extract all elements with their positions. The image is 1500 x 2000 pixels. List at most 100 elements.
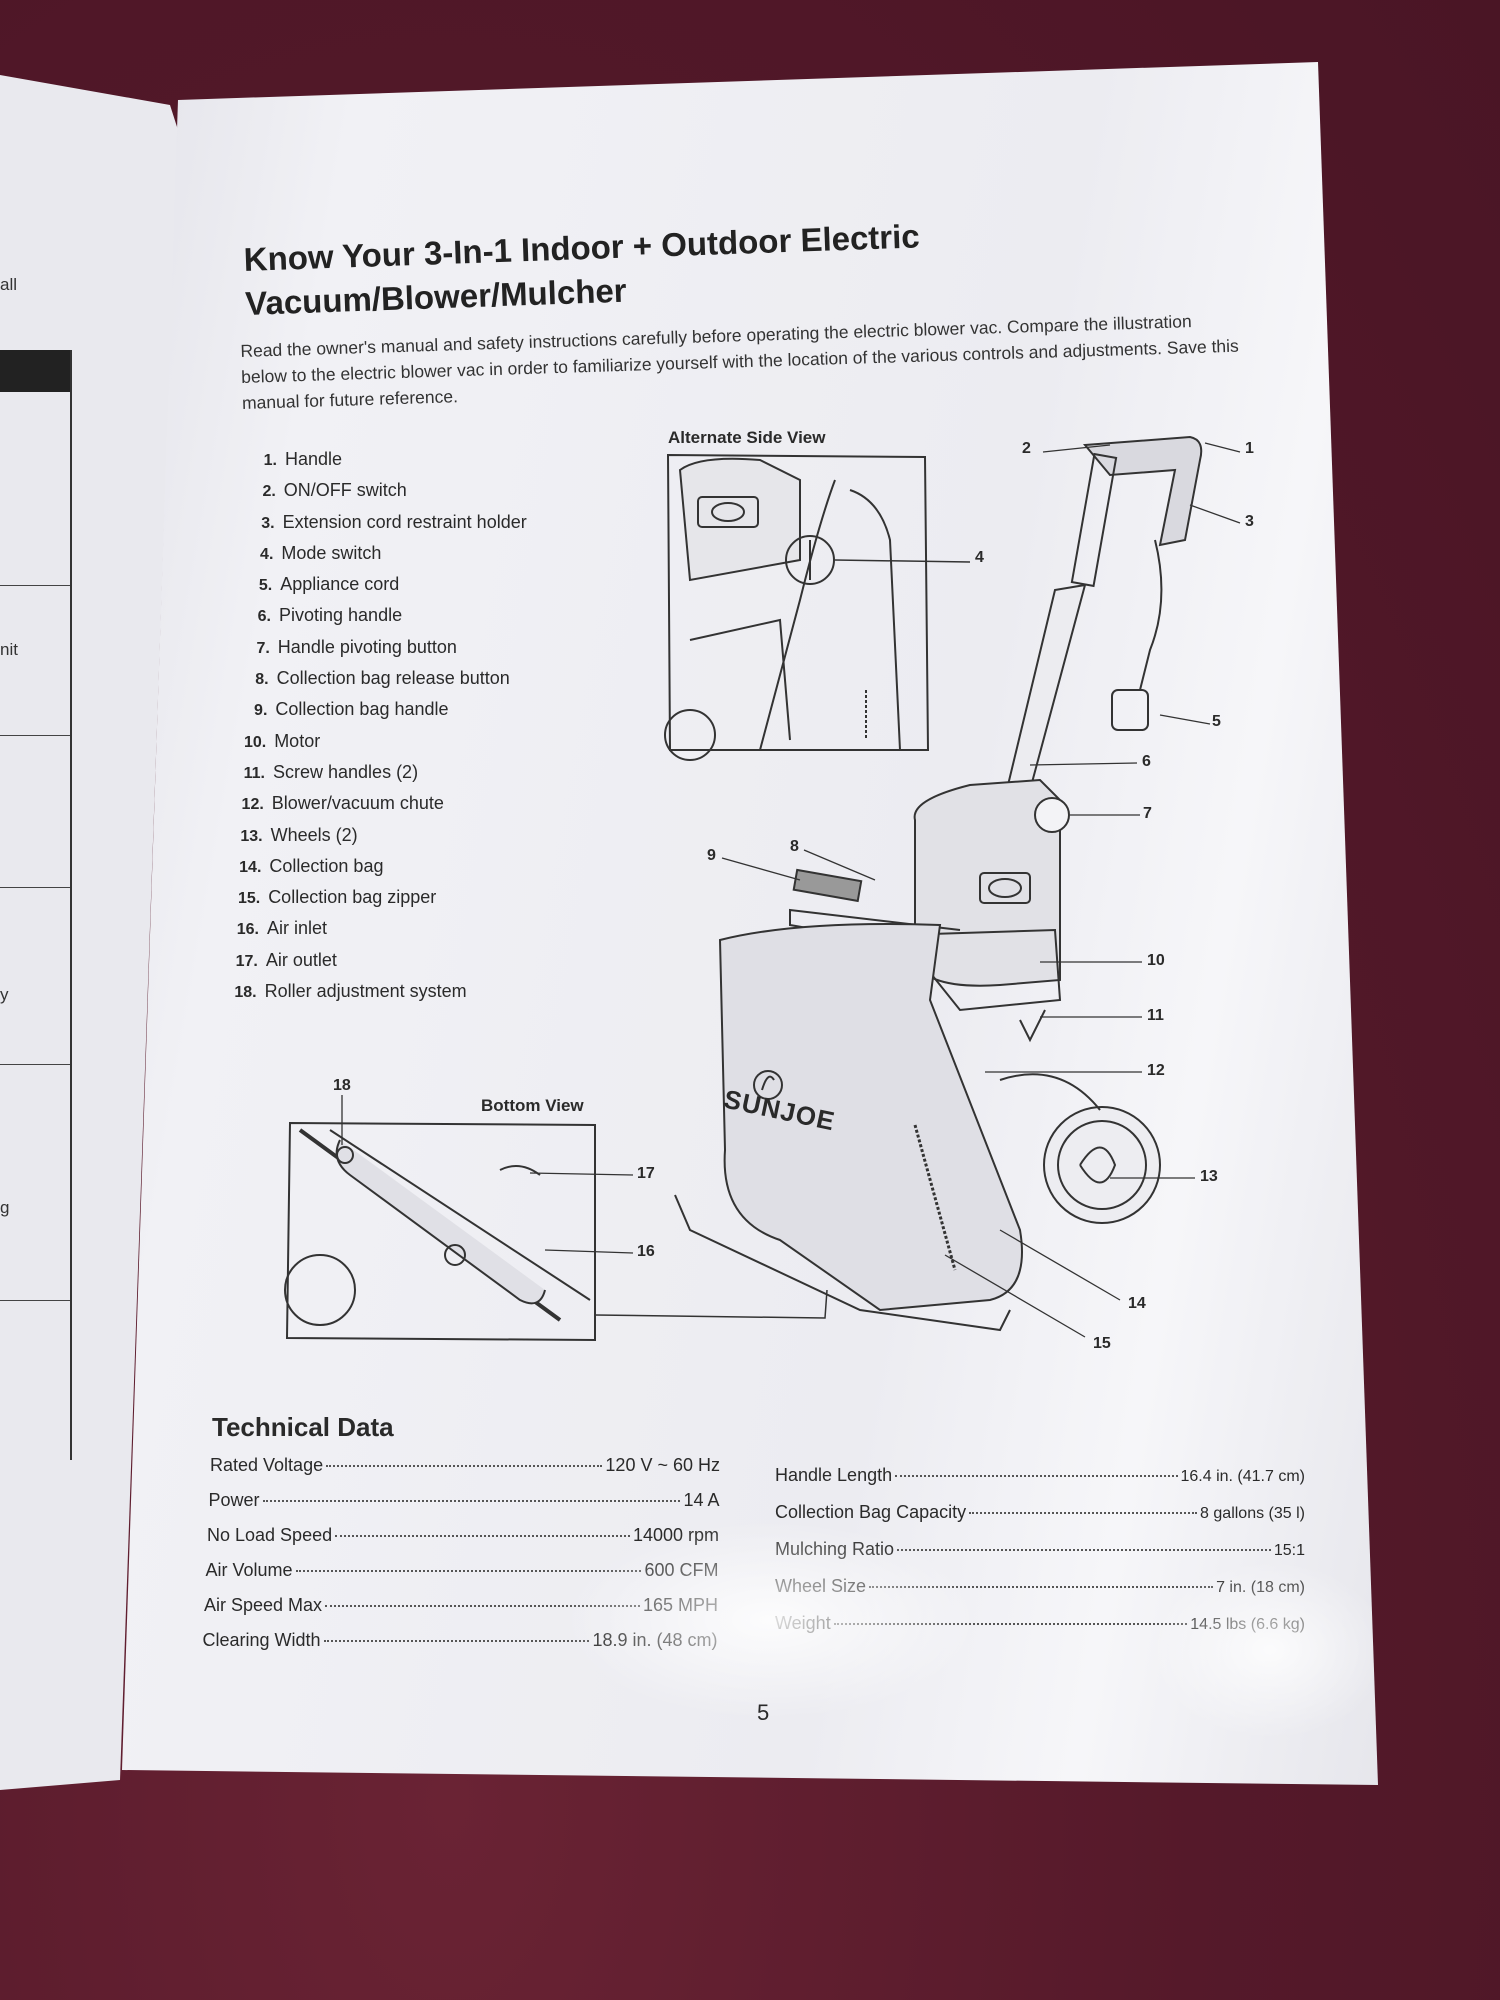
callout-number: 14 [1128,1295,1146,1312]
part-label: Collection bag handle [275,699,449,720]
part-number: 10. [243,733,267,751]
tech-row: Air Volume 600 CFM [206,1560,719,1581]
tech-value: 7 in. (18 cm) [1216,1579,1305,1596]
part-number: 6. [257,608,271,626]
part-label: Mode switch [281,542,382,563]
tech-label: Air Volume [205,1560,293,1580]
tech-value: 18.9 in. (48 cm) [592,1630,718,1650]
part-label: Pivoting handle [279,605,403,626]
part-label: ON/OFF switch [283,480,407,501]
tech-label: Handle Length [775,1465,893,1485]
part-item: 9. Collection bag handle [233,694,526,725]
tech-value: 8 gallons (35 l) [1200,1505,1305,1522]
tech-row: No Load Speed 14000 rpm [207,1525,719,1546]
left-page-fragment: y [0,985,9,1004]
part-number: 12. [241,796,264,814]
dot-leader [869,1586,1214,1588]
part-number: 1. [263,452,277,469]
part-label: Collection bag zipper [268,887,437,908]
tech-value: 600 CFM [644,1560,719,1580]
alternate-side-view-label: Alternate Side View [668,428,826,447]
callout-number: 17 [637,1165,655,1182]
part-number: 17. [235,952,258,970]
tech-value: 15:1 [1273,1542,1305,1559]
part-label: Motor [274,730,321,751]
part-label: Screw handles (2) [273,761,419,782]
part-item: 6. Pivoting handle [237,600,527,631]
callout-number: 16 [637,1243,655,1260]
tech-value: 14.5 lbs (6.6 kg) [1190,1616,1305,1633]
part-item: 8.Collection bag release button [235,663,527,694]
callout-number: 11 [1147,1007,1164,1024]
dot-leader [335,1535,630,1537]
part-number: 11. [243,764,265,782]
callout-number: 13 [1200,1168,1218,1185]
callout-number: 15 [1093,1335,1111,1352]
tech-label: No Load Speed [207,1525,333,1545]
left-page-table [0,350,72,1460]
part-item: 1. Handle [243,444,527,475]
part-number: 14. [239,858,262,876]
part-number: 4. [260,545,274,563]
part-number: 7. [256,639,270,657]
part-label: Handle pivoting button [277,636,457,657]
left-page-fragment: g [0,1198,10,1217]
part-item: 3.Extension cord restraint holder [241,507,527,538]
part-item: 7. Handle pivoting button [236,632,527,663]
page-number: 5 [757,1700,770,1725]
tech-value: 16.4 in. (41.7 cm) [1180,1468,1306,1485]
alternate-side-view-drawing [664,453,971,761]
part-item: 11. Screw handles (2) [231,757,527,788]
callout-number: 2 [1022,440,1031,457]
left-page-fragment: nit [0,640,18,659]
part-label: Blower/vacuum chute [271,793,444,814]
part-number: 2. [262,483,276,501]
tech-row: Collection Bag Capacity 8 gallons (35 l) [775,1502,1305,1523]
parts-list: 1. Handle 2. ON/OFF switch 3.Extension cord … [225,444,527,1007]
part-label: Roller adjustment system [264,981,467,1002]
part-label: Collection bag release button [276,668,510,689]
table-rule [0,585,70,586]
part-item: 2. ON/OFF switch [242,475,527,506]
part-number: 5. [258,577,273,595]
tech-value: 14 A [683,1490,720,1510]
part-label: Air outlet [265,949,337,970]
tech-value: 14000 rpm [632,1525,719,1545]
table-rule [0,887,70,888]
part-item: 10. Motor [232,726,527,757]
part-label: Extension cord restraint holder [282,511,527,532]
dot-leader [295,1570,642,1572]
dot-leader [326,1465,603,1467]
part-item: 14. Collection bag [227,851,526,882]
part-number: 9. [254,702,268,720]
part-number: 18. [234,984,257,1002]
tech-row: Handle Length 16.4 in. (41.7 cm) [775,1465,1305,1486]
dot-leader [895,1475,1178,1477]
part-label: Appliance cord [280,574,400,595]
callout-number: 12 [1147,1062,1165,1079]
part-label: Collection bag [269,855,384,876]
callout-number: 18 [333,1077,351,1094]
tech-label: Collection Bag Capacity [775,1502,967,1522]
bottom-view-label: Bottom View [481,1096,584,1115]
main-unit-drawing [674,435,1203,1332]
dot-leader [325,1605,640,1607]
callout-leader-lines [721,442,1241,1338]
part-label: Handle [285,449,343,469]
tech-label: Wheel Size [775,1576,867,1596]
callout-number: 10 [1147,952,1165,969]
part-item: 13.Wheels (2) [229,820,527,851]
tech-label: Rated Voltage [210,1455,324,1475]
tech-value: 165 MPH [642,1595,718,1615]
bottom-view-drawing [284,1095,828,1342]
dot-leader [323,1640,590,1642]
part-item: 16.Air inlet [225,913,527,944]
callout-number: 7 [1143,805,1152,822]
tech-row: Wheel Size 7 in. (18 cm) [775,1576,1305,1597]
callout-number: 5 [1212,713,1221,730]
tech-value: 120 V ~ 60 Hz [605,1455,720,1475]
